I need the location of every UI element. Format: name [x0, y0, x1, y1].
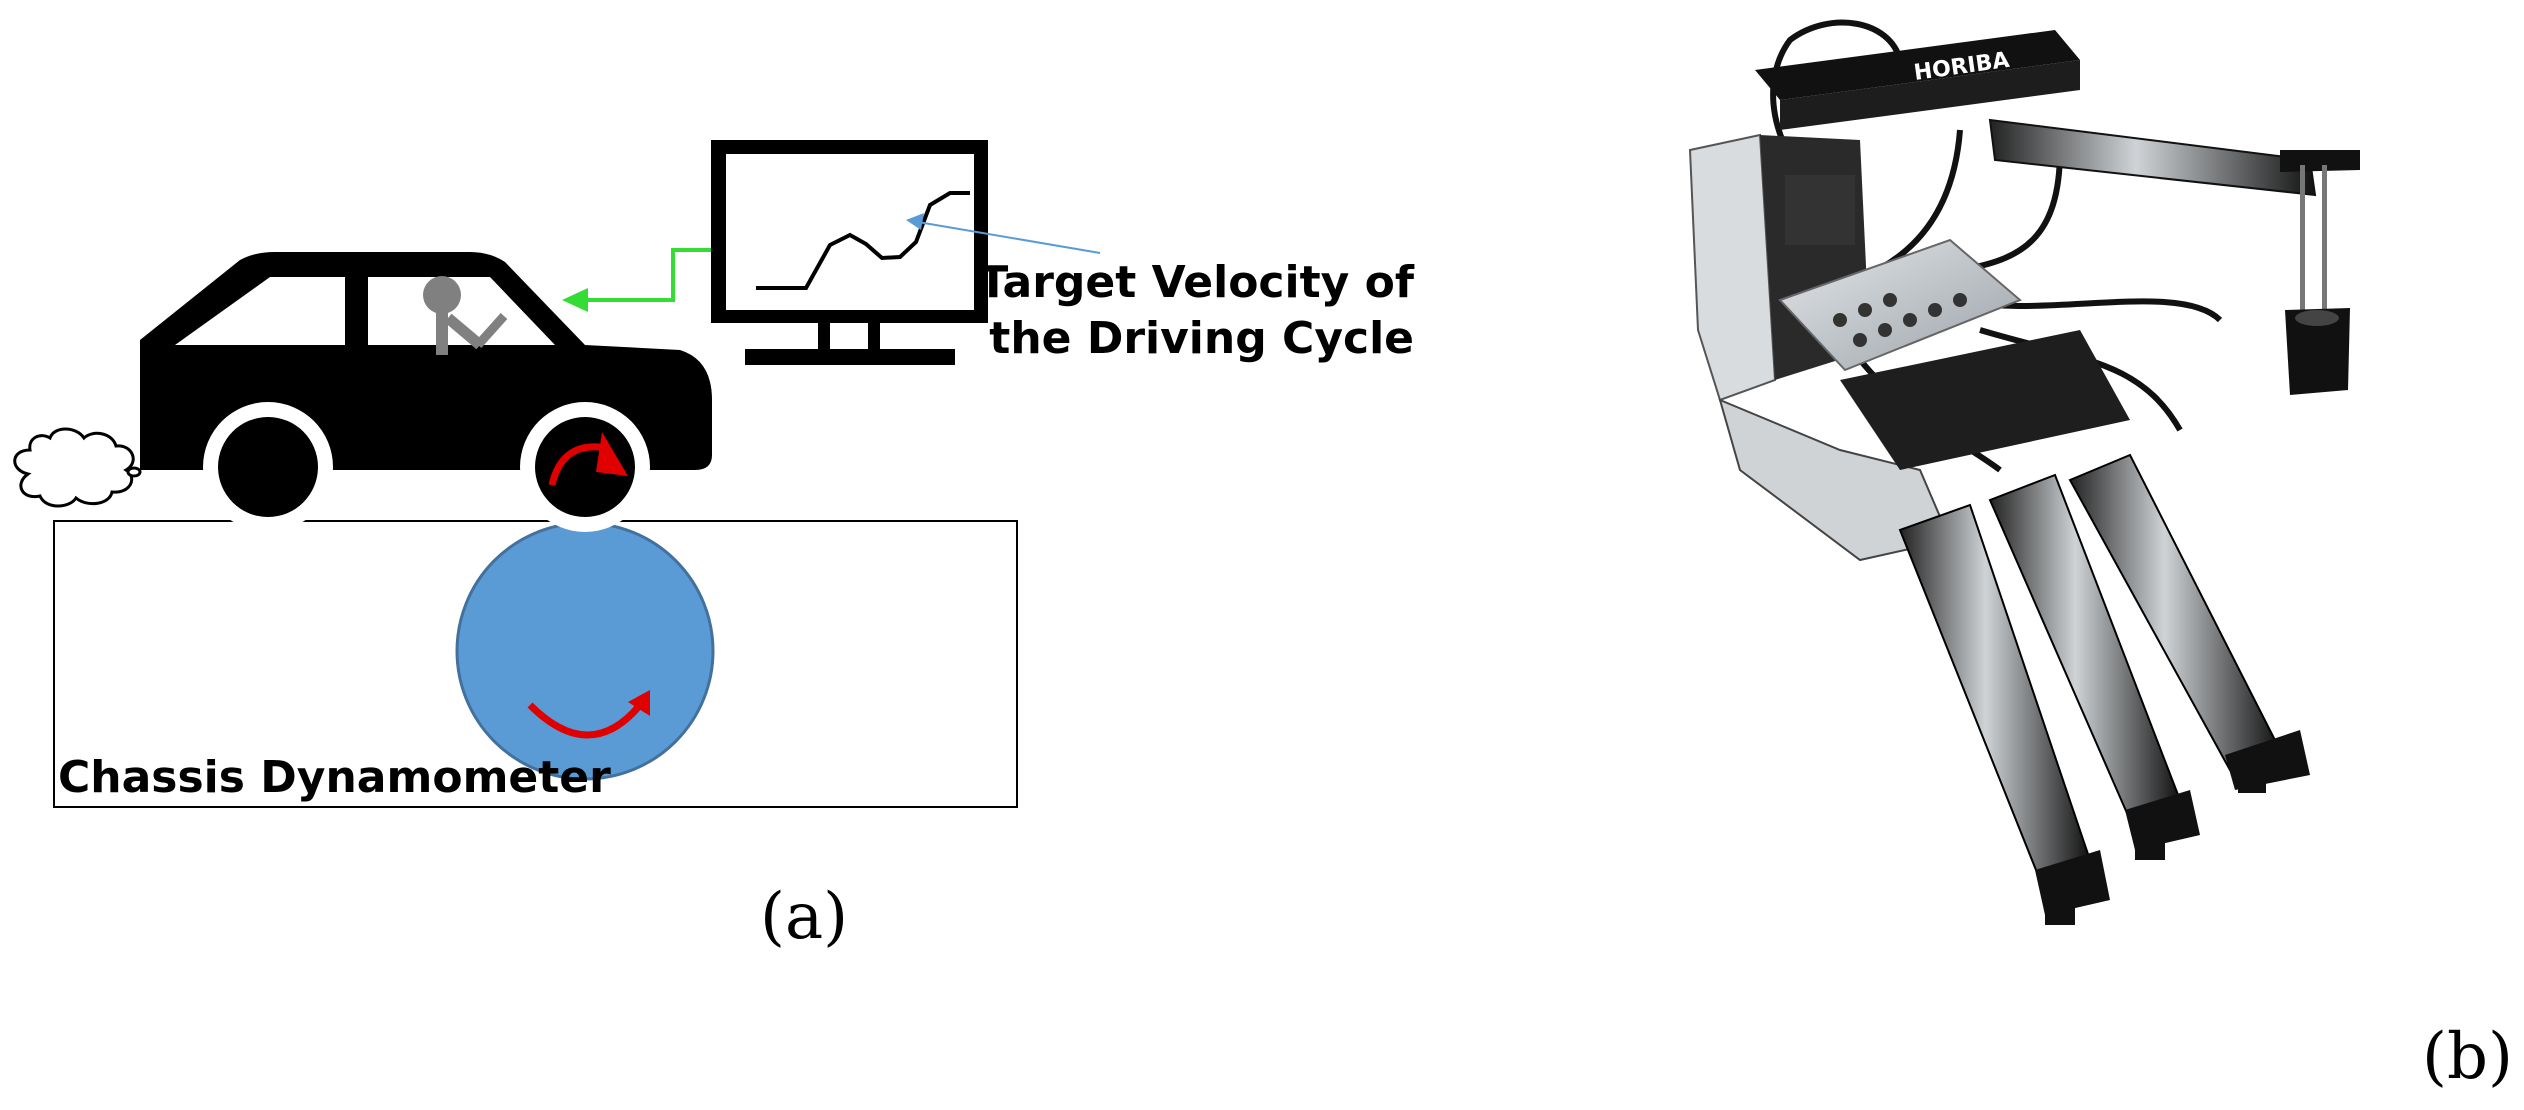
- actuator-arm-3: [2068, 453, 2310, 793]
- actuator-arm-2: [1988, 473, 2200, 860]
- panel-a-diagram: [13, 140, 1101, 808]
- panel-a-label: (a): [760, 880, 849, 954]
- panel-b-label: (b): [2422, 1020, 2513, 1094]
- actuator-arm-1: [1898, 503, 2110, 925]
- dynamometer-frame: [53, 520, 1018, 808]
- rear-wheel: [218, 417, 318, 517]
- dynamometer-label: Chassis Dynamometer: [58, 752, 611, 803]
- velocity-trace: [756, 191, 970, 290]
- car-icon: [140, 252, 712, 532]
- callout-label: Target Velocity of the Driving Cycle: [978, 255, 1414, 367]
- robot-driver-photo: HORIBA: [1688, 19, 2360, 925]
- driver-icon: [423, 276, 508, 355]
- roller-rotation-arrow-icon: [527, 690, 650, 739]
- monitor-icon: [711, 140, 988, 365]
- exhaust-cloud-icon: [13, 427, 142, 508]
- callout-arrow: [906, 213, 1101, 254]
- callout-line2: the Driving Cycle: [989, 313, 1414, 364]
- wheel-rotation-arrow-icon: [548, 432, 628, 486]
- dynamometer-roller: [455, 521, 715, 781]
- front-wheel: [535, 417, 635, 517]
- callout-line1: Target Velocity of: [978, 257, 1414, 308]
